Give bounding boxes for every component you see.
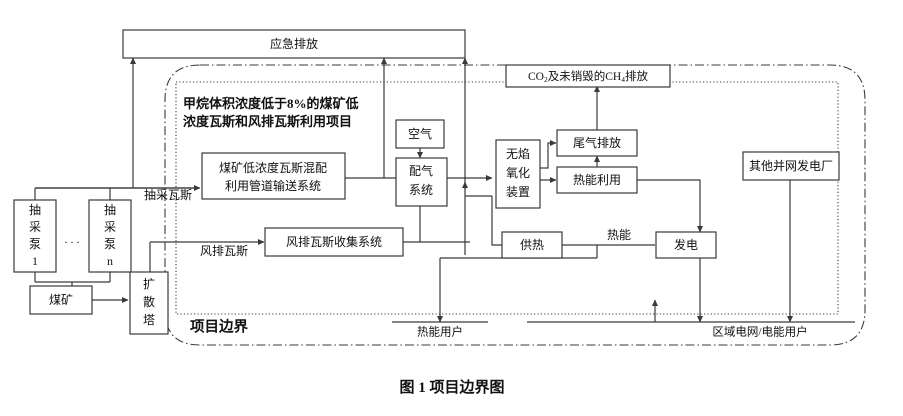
tower-char1: 扩 [143, 277, 155, 291]
sink-heat-users: 热能用户 [392, 321, 488, 339]
gas-dist-line1: 配气 [409, 163, 433, 178]
node-blend-pipeline-system[interactable]: 煤矿低浓度瓦斯混配 利用管道输送系统 [201, 152, 346, 200]
sink-grid-users: 区域电网/电能用户 [527, 321, 855, 339]
node-thermal-energy-use[interactable]: 热能利用 [556, 166, 638, 194]
node-co2-emission-label: CO2及未销毁的CH4排放 [528, 69, 648, 84]
node-co2-emission[interactable]: CO2及未销毁的CH4排放 [505, 64, 671, 88]
pumpn-char4: n [107, 254, 113, 268]
pumpn-char1: 抽 [104, 203, 116, 217]
node-other-grid-power-plant[interactable]: 其他并网发电厂 [742, 151, 840, 181]
flameless-line2: 氧化 [506, 166, 530, 180]
node-coal-mine-label: 煤矿 [49, 293, 73, 307]
blend-pipeline-line1: 煤矿低浓度瓦斯混配 [219, 160, 327, 175]
flameless-line3: 装置 [506, 185, 530, 199]
node-diffusion-tower[interactable]: 扩 散 塔 [129, 271, 169, 335]
node-thermal-energy-use-label: 热能利用 [573, 173, 621, 187]
node-power-generation-label: 发电 [674, 237, 698, 252]
tower-char3: 塔 [143, 313, 155, 327]
sink-grid-users-label: 区域电网/电能用户 [712, 325, 807, 339]
node-emergency-release[interactable]: 应急排放 [122, 29, 466, 59]
pump1-char2: 采 [29, 220, 41, 234]
pumpn-char3: 泵 [104, 237, 116, 251]
node-flameless-oxidation-device[interactable]: 无焰 氧化 装置 [495, 139, 541, 209]
pump-ellipsis: . . . [65, 232, 80, 246]
node-drainage-pump-1[interactable]: 抽 采 泵 1 [13, 199, 57, 273]
node-tail-gas-emission[interactable]: 尾气排放 [556, 129, 638, 157]
sink-heat-users-label: 热能用户 [417, 325, 463, 339]
node-drainage-pump-n[interactable]: 抽 采 泵 n [88, 199, 132, 273]
inner-boundary-title-line2: 浓度瓦斯和风排瓦斯利用项目 [183, 114, 352, 129]
node-vam-collection-system[interactable]: 风排瓦斯收集系统 [264, 227, 404, 257]
inner-boundary-title-line1: 甲烷体积浓度低于8%的煤矿低 [183, 96, 359, 111]
flameless-line1: 无焰 [506, 146, 530, 161]
edge-label-thermal-energy: 热能 [607, 228, 631, 242]
node-coal-mine[interactable]: 煤矿 [29, 285, 93, 315]
flow-connectors [34, 57, 793, 323]
project-boundary-label: 项目边界 [190, 318, 248, 335]
edge-label-vam-gas: 风排瓦斯 [200, 244, 248, 258]
pump1-char1: 抽 [29, 203, 41, 217]
node-air[interactable]: 空气 [395, 119, 445, 149]
pump1-char3: 泵 [29, 237, 41, 251]
figure-caption: 图 1 项目边界图 [399, 379, 504, 396]
node-heat-supply-label: 供热 [520, 238, 544, 252]
pump1-char4: 1 [32, 254, 38, 268]
node-heat-supply[interactable]: 供热 [501, 231, 563, 259]
node-gas-distribution-system[interactable]: 配气 系统 [395, 157, 448, 207]
blend-pipeline-line2: 利用管道输送系统 [225, 178, 321, 193]
tower-char2: 散 [143, 294, 155, 309]
node-tail-gas-label: 尾气排放 [573, 135, 621, 150]
outer-project-boundary [164, 64, 866, 346]
pumpn-char2: 采 [104, 220, 116, 234]
node-vam-collection-label: 风排瓦斯收集系统 [286, 234, 382, 249]
node-power-generation[interactable]: 发电 [655, 231, 717, 259]
node-emergency-release-label: 应急排放 [270, 36, 318, 51]
node-air-label: 空气 [408, 126, 432, 141]
edge-label-drained-gas: 抽采瓦斯 [144, 188, 192, 202]
node-other-plant-label: 其他并网发电厂 [749, 158, 833, 173]
gas-dist-line2: 系统 [409, 183, 433, 197]
